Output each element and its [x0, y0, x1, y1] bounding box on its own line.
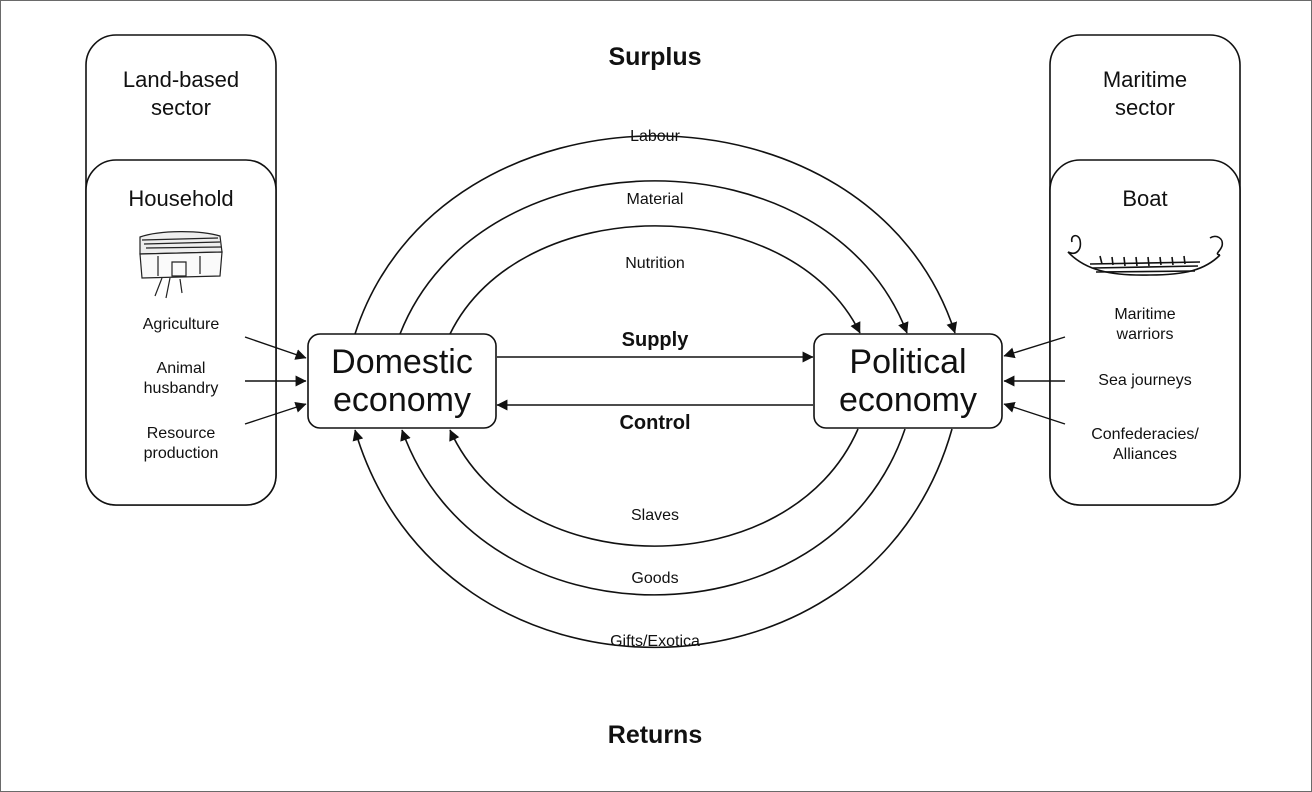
- domestic-economy-box: [307, 333, 497, 429]
- returns-title: Returns: [607, 721, 703, 749]
- maritime-warriors-arrow: [1003, 336, 1066, 359]
- goods-arc: [400, 428, 906, 596]
- political-economy-label: Political economy: [839, 343, 977, 420]
- confederacies-arrow: [1003, 402, 1066, 425]
- labour-arc: [354, 135, 958, 335]
- maritime-sector-title: Maritime sector: [1102, 67, 1188, 120]
- boat-icon: [1067, 234, 1224, 276]
- agriculture-label: Agriculture: [142, 316, 220, 333]
- animal-husbandry-label: Animal husbandry: [143, 360, 219, 397]
- household-box: [85, 159, 277, 506]
- surplus-title: Surplus: [608, 43, 702, 71]
- labour-label: Labour: [630, 128, 680, 145]
- resource-production-arrow: [244, 402, 307, 425]
- control-label: Control: [619, 412, 691, 434]
- political-economy-box: [813, 333, 1003, 429]
- gifts-arc: [352, 428, 953, 648]
- boat-label: Boat: [1122, 186, 1168, 211]
- material-label: Material: [626, 191, 684, 208]
- house-icon: [139, 231, 223, 299]
- nutrition-label: Nutrition: [625, 255, 685, 272]
- goods-label: Goods: [631, 570, 679, 587]
- slaves-arc: [449, 428, 859, 547]
- agriculture-arrow: [244, 336, 307, 360]
- domestic-economy-label: Domestic economy: [331, 343, 473, 420]
- maritime-warriors-label: Maritime warriors: [1114, 306, 1176, 343]
- boat-box: [1049, 159, 1241, 506]
- material-arc: [399, 180, 909, 335]
- slaves-label: Slaves: [630, 507, 680, 524]
- sea-journeys-label: Sea journeys: [1098, 372, 1192, 389]
- household-label: Household: [128, 186, 234, 211]
- land-sector-title: Land-based sector: [122, 67, 240, 120]
- supply-label: Supply: [621, 329, 689, 351]
- confederacies-label: Confederacies/ Alliances: [1091, 426, 1199, 463]
- resource-production-label: Resource production: [143, 425, 219, 462]
- nutrition-arc: [449, 225, 861, 335]
- gifts-exotica-label: Gifts/Exotica: [610, 633, 700, 650]
